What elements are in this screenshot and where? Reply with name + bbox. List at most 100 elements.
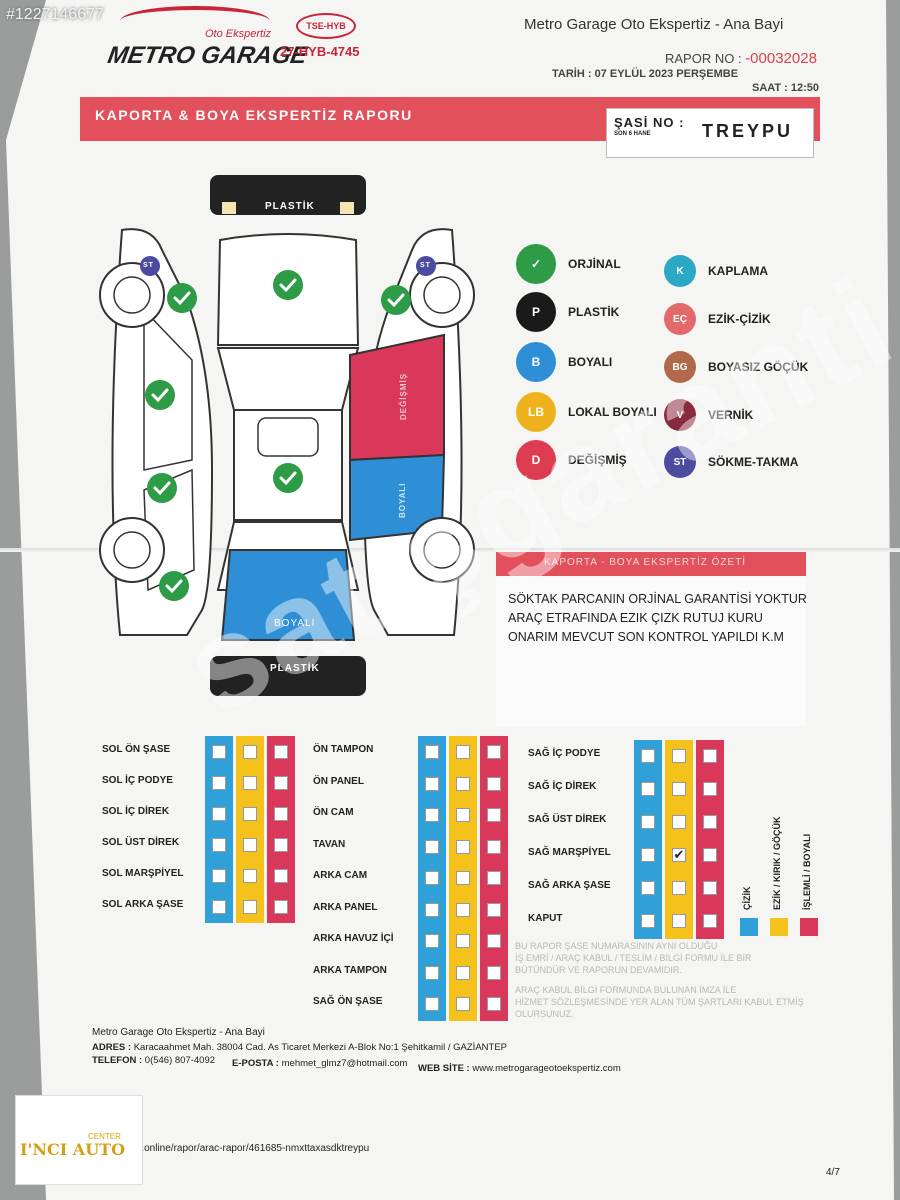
checkbox[interactable]	[212, 776, 226, 790]
checkbox[interactable]	[274, 900, 288, 914]
checkbox[interactable]	[703, 815, 717, 829]
checkbox[interactable]	[456, 965, 470, 980]
checkbox[interactable]	[487, 997, 501, 1011]
row-label: SAĞ MARŞPİYEL	[528, 847, 611, 858]
checkbox[interactable]	[672, 881, 686, 895]
checkbox[interactable]	[456, 745, 470, 759]
row-label: ARKA TAMPON	[313, 964, 387, 976]
checkbox[interactable]	[456, 997, 470, 1011]
checkbox[interactable]	[703, 848, 717, 862]
checkbox[interactable]	[487, 808, 501, 822]
checkbox[interactable]	[274, 869, 288, 883]
checkbox[interactable]	[456, 902, 470, 917]
row-label: ARKA CAM	[313, 870, 368, 881]
checkbox[interactable]	[456, 839, 470, 854]
checkbox[interactable]	[487, 745, 501, 759]
legend-label: VERNİK	[708, 408, 754, 422]
checkbox[interactable]	[425, 934, 439, 948]
checkbox[interactable]: ✔	[672, 847, 686, 862]
checkbox[interactable]	[274, 776, 288, 790]
checkbox[interactable]	[425, 997, 439, 1011]
checkbox[interactable]	[425, 902, 439, 917]
checkbox[interactable]	[487, 776, 501, 791]
report-date: TARİH : 07 EYLÜL 2023 PERŞEMBE	[552, 68, 739, 80]
checkbox[interactable]	[243, 838, 257, 852]
checkbox[interactable]	[425, 839, 439, 854]
checkbox[interactable]	[672, 815, 686, 829]
checkbox[interactable]	[212, 807, 226, 821]
checkbox[interactable]	[425, 965, 439, 980]
dealer-logo	[15, 1095, 143, 1185]
row-label: SAĞ ARKA ŞASE	[528, 880, 611, 891]
checkbox[interactable]	[456, 934, 470, 948]
checkbox[interactable]	[672, 749, 686, 763]
footer-company: Metro Garage Oto Ekspertiz - Ana Bayi	[92, 1027, 265, 1038]
checkbox[interactable]	[672, 782, 686, 796]
checkbox[interactable]	[641, 848, 655, 862]
checkbox[interactable]	[212, 900, 226, 914]
page-number: 4/7	[826, 1167, 840, 1178]
logo-swoosh	[120, 6, 270, 36]
checkbox[interactable]	[243, 745, 257, 759]
checkbox[interactable]	[212, 838, 226, 852]
report-url[interactable]: rtiz.online/rapor/arac-rapor/461685-nmxt…	[128, 1143, 370, 1154]
footer-email[interactable]: E-POSTA : mehmet_glmz7@hotmail.com	[232, 1058, 408, 1069]
checkbox[interactable]	[487, 871, 501, 885]
checkbox[interactable]	[487, 839, 501, 854]
checkbox[interactable]	[703, 749, 717, 763]
row-label: TAVAN	[313, 838, 346, 850]
row-label: ÖN CAM	[313, 807, 354, 818]
checkbox[interactable]	[703, 782, 717, 796]
checkbox[interactable]	[703, 914, 717, 928]
checkbox[interactable]	[487, 902, 501, 917]
checkbox[interactable]	[456, 871, 470, 885]
checkbox[interactable]	[703, 881, 717, 895]
checkbox[interactable]	[641, 749, 655, 763]
checkbox[interactable]	[456, 776, 470, 791]
chassis-sublabel: SON 6 HANE	[614, 131, 651, 137]
checkbox[interactable]	[672, 914, 686, 928]
checkbox[interactable]	[641, 815, 655, 829]
st-right-label: ST	[420, 262, 431, 269]
checkbox[interactable]	[274, 807, 288, 821]
checkbox[interactable]	[641, 881, 655, 895]
checkbox[interactable]	[425, 808, 439, 822]
front-bumper	[210, 175, 366, 215]
legend-icon: P	[516, 292, 556, 332]
company-logo: METRO GARAGE	[105, 42, 310, 69]
checkbox[interactable]	[487, 965, 501, 980]
checkbox[interactable]	[425, 776, 439, 791]
checkbox[interactable]	[487, 934, 501, 948]
row-label: SOL MARŞPİYEL	[102, 868, 184, 879]
legend-icon: D	[516, 440, 556, 480]
trunk-label: BOYALI	[274, 618, 316, 629]
checkbox[interactable]	[274, 745, 288, 759]
row-label: ÖN PANEL	[313, 775, 364, 787]
legend-icon: B	[516, 342, 556, 382]
checkbox[interactable]	[641, 914, 655, 928]
checkbox[interactable]	[243, 900, 257, 914]
legend-label: LOKAL BOYALI	[568, 405, 657, 419]
footer-website[interactable]: WEB SİTE : www.metrogarageotoekspertiz.c…	[418, 1063, 621, 1074]
checkbox[interactable]	[641, 782, 655, 796]
checkbox[interactable]	[212, 869, 226, 883]
legend-label: SÖKME-TAKMA	[708, 455, 799, 469]
checkbox[interactable]	[274, 838, 288, 852]
checkbox[interactable]	[425, 745, 439, 759]
st-left-label: ST	[143, 262, 154, 269]
row-label: ARKA PANEL	[313, 901, 378, 913]
column-legend-label: ÇİZİK	[742, 886, 752, 911]
chassis-label: ŞASİ NO :	[614, 115, 685, 130]
checkbox[interactable]	[243, 869, 257, 883]
tse-badge: TSE-HYB	[296, 13, 356, 39]
checkbox[interactable]	[243, 807, 257, 821]
checkbox[interactable]	[456, 808, 470, 822]
checkbox[interactable]	[243, 776, 257, 790]
listing-id: #1227146677	[6, 6, 104, 23]
row-label: SAĞ ÖN ŞASE	[313, 996, 383, 1007]
checkbox[interactable]	[212, 745, 226, 759]
checkbox[interactable]	[425, 871, 439, 885]
